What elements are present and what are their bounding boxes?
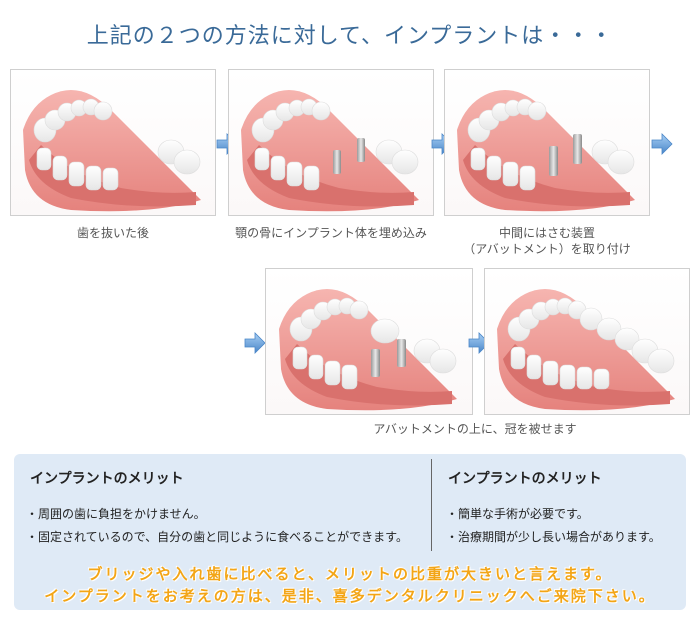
- step-caption: 歯を抜いた後: [76, 226, 149, 240]
- step-caption: （アバットメント）を取り付け: [463, 242, 631, 256]
- merit-heading-right: インプラントのメリット: [448, 471, 602, 487]
- step-image-complete: [484, 268, 690, 415]
- merit-heading-left: インプラントのメリット: [30, 471, 184, 487]
- merit-panel: [14, 454, 686, 610]
- merit-item: ・簡単な手術が必要です。: [446, 507, 589, 521]
- step-caption: 中間にはさむ装置: [498, 226, 595, 240]
- step-image-abutment: [444, 69, 650, 216]
- page-title: 上記の２つの方法に対して、インプラントは・・・: [86, 24, 614, 49]
- arrow-right-icon: [651, 133, 673, 155]
- promo-line-1: ブリッジや入れ歯に比べると、メリットの比重が大きいと言えます。: [87, 565, 613, 583]
- step-image-implant-body: [228, 69, 434, 216]
- merit-item: ・周囲の歯に負担をかけません。: [26, 507, 206, 521]
- step-caption: 顎の骨にインプラント体を埋め込み: [235, 226, 427, 240]
- arrow-right-icon: [244, 332, 266, 354]
- merit-item: ・治療期間が少し長い場合があります。: [446, 530, 661, 544]
- promo-line-2: インプラントをお考えの方は、是非、喜多デンタルクリニックへご来院下さい。: [44, 587, 656, 605]
- step-caption: アバットメントの上に、冠を被せます: [373, 422, 577, 436]
- step-image-crown: [265, 268, 473, 415]
- step-image-tooth-extracted: [10, 69, 216, 216]
- panel-divider: [431, 459, 432, 551]
- merit-item: ・固定されているので、自分の歯と同じように食べることができます。: [26, 530, 408, 544]
